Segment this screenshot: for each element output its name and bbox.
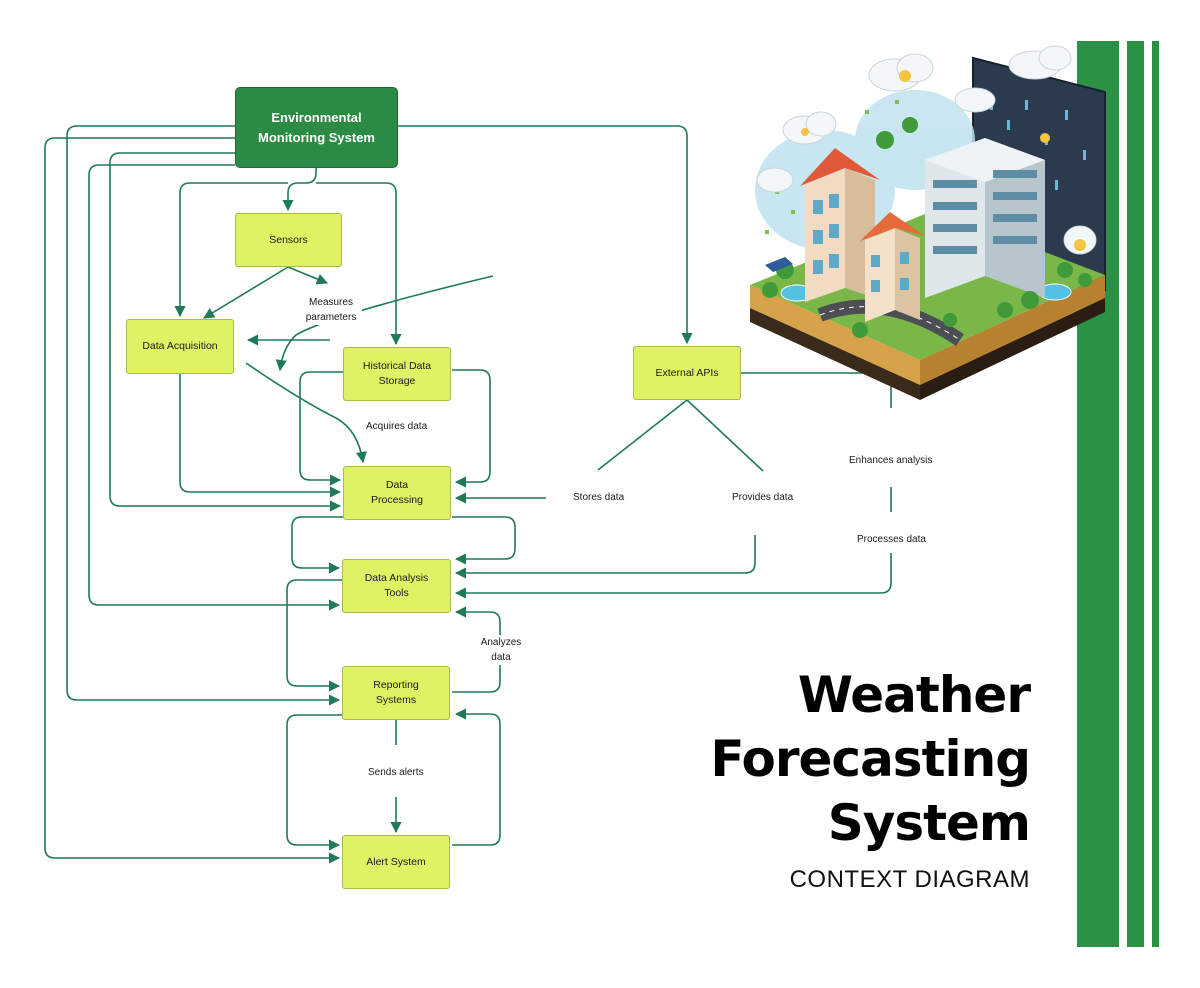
edge-root-to-alert: [44, 137, 341, 864]
node-sensors[interactable]: Sensors: [235, 213, 342, 267]
label-acquires-data: Acquires data: [364, 419, 430, 434]
edge-root-to-external-apis: [398, 125, 693, 345]
node-historical-data-storage[interactable]: Historical Data Storage: [343, 347, 451, 401]
node-data-analysis-tools[interactable]: Data Analysis Tools: [342, 559, 451, 613]
edge-root-to-reporting: [66, 125, 341, 706]
edge-processes-to-analysis: [454, 553, 892, 599]
node-data-processing[interactable]: Data Processing: [343, 466, 451, 520]
label-provides-data: Provides data: [730, 490, 796, 505]
edge-storage-to-processing-right: [452, 369, 491, 488]
title-line-weather: Weather: [797, 666, 1031, 724]
edge-storage-to-processing-left: [299, 371, 343, 486]
node-external-apis[interactable]: External APIs: [633, 346, 741, 400]
edge-processing-to-analysis-right: [452, 516, 516, 565]
edge-root-to-processing: [109, 152, 342, 512]
edge-root-to-storage: [316, 182, 402, 346]
node-environmental-monitoring-system[interactable]: Environmental Monitoring System: [235, 87, 398, 168]
edge-alert-to-reporting-right: [452, 708, 501, 846]
edge-analysis-to-reporting: [286, 579, 343, 692]
node-data-acquisition[interactable]: Data Acquisition: [126, 319, 234, 374]
node-alert-system[interactable]: Alert System: [342, 835, 450, 889]
edge-acquisition-to-processing: [179, 374, 342, 498]
label-stores-data: Stores data: [571, 490, 627, 505]
edge-api-to-provides: [686, 399, 764, 472]
label-analyzes-data: Analyzes data: [475, 635, 527, 665]
edge-curve-to-acquisition: [275, 275, 494, 372]
edge-api-to-stores: [597, 399, 688, 471]
brand-stripe-thin: [1152, 41, 1159, 947]
isometric-city-weather-illustration: [750, 45, 1106, 400]
label-measures-parameters: Measures parameters: [300, 295, 362, 325]
edge-reporting-to-alert-left: [286, 714, 343, 851]
edge-processing-to-analysis-left: [291, 516, 343, 574]
edge-acquisition-acquires: [245, 362, 367, 464]
edge-sensors-measures: [287, 266, 329, 285]
node-reporting-systems[interactable]: Reporting Systems: [342, 666, 450, 720]
label-enhances-analysis: Enhances analysis: [847, 453, 935, 468]
label-sends-alerts: Sends alerts: [366, 765, 426, 780]
brand-stripe-medium: [1127, 41, 1144, 947]
edge-provides-to-analysis: [454, 535, 756, 579]
title-line-forecasting: Forecasting: [710, 730, 1031, 788]
label-processes-data: Processes data: [855, 532, 928, 547]
subtitle-context-diagram: CONTEXT DIAGRAM: [789, 866, 1030, 893]
edge-root-to-acquisition: [174, 182, 288, 318]
edge-sensors-to-acquisition: [203, 266, 289, 319]
edge-root-to-analysis: [88, 164, 341, 611]
edge-root-to-sensors: [282, 168, 317, 212]
title-line-system: System: [827, 794, 1031, 852]
